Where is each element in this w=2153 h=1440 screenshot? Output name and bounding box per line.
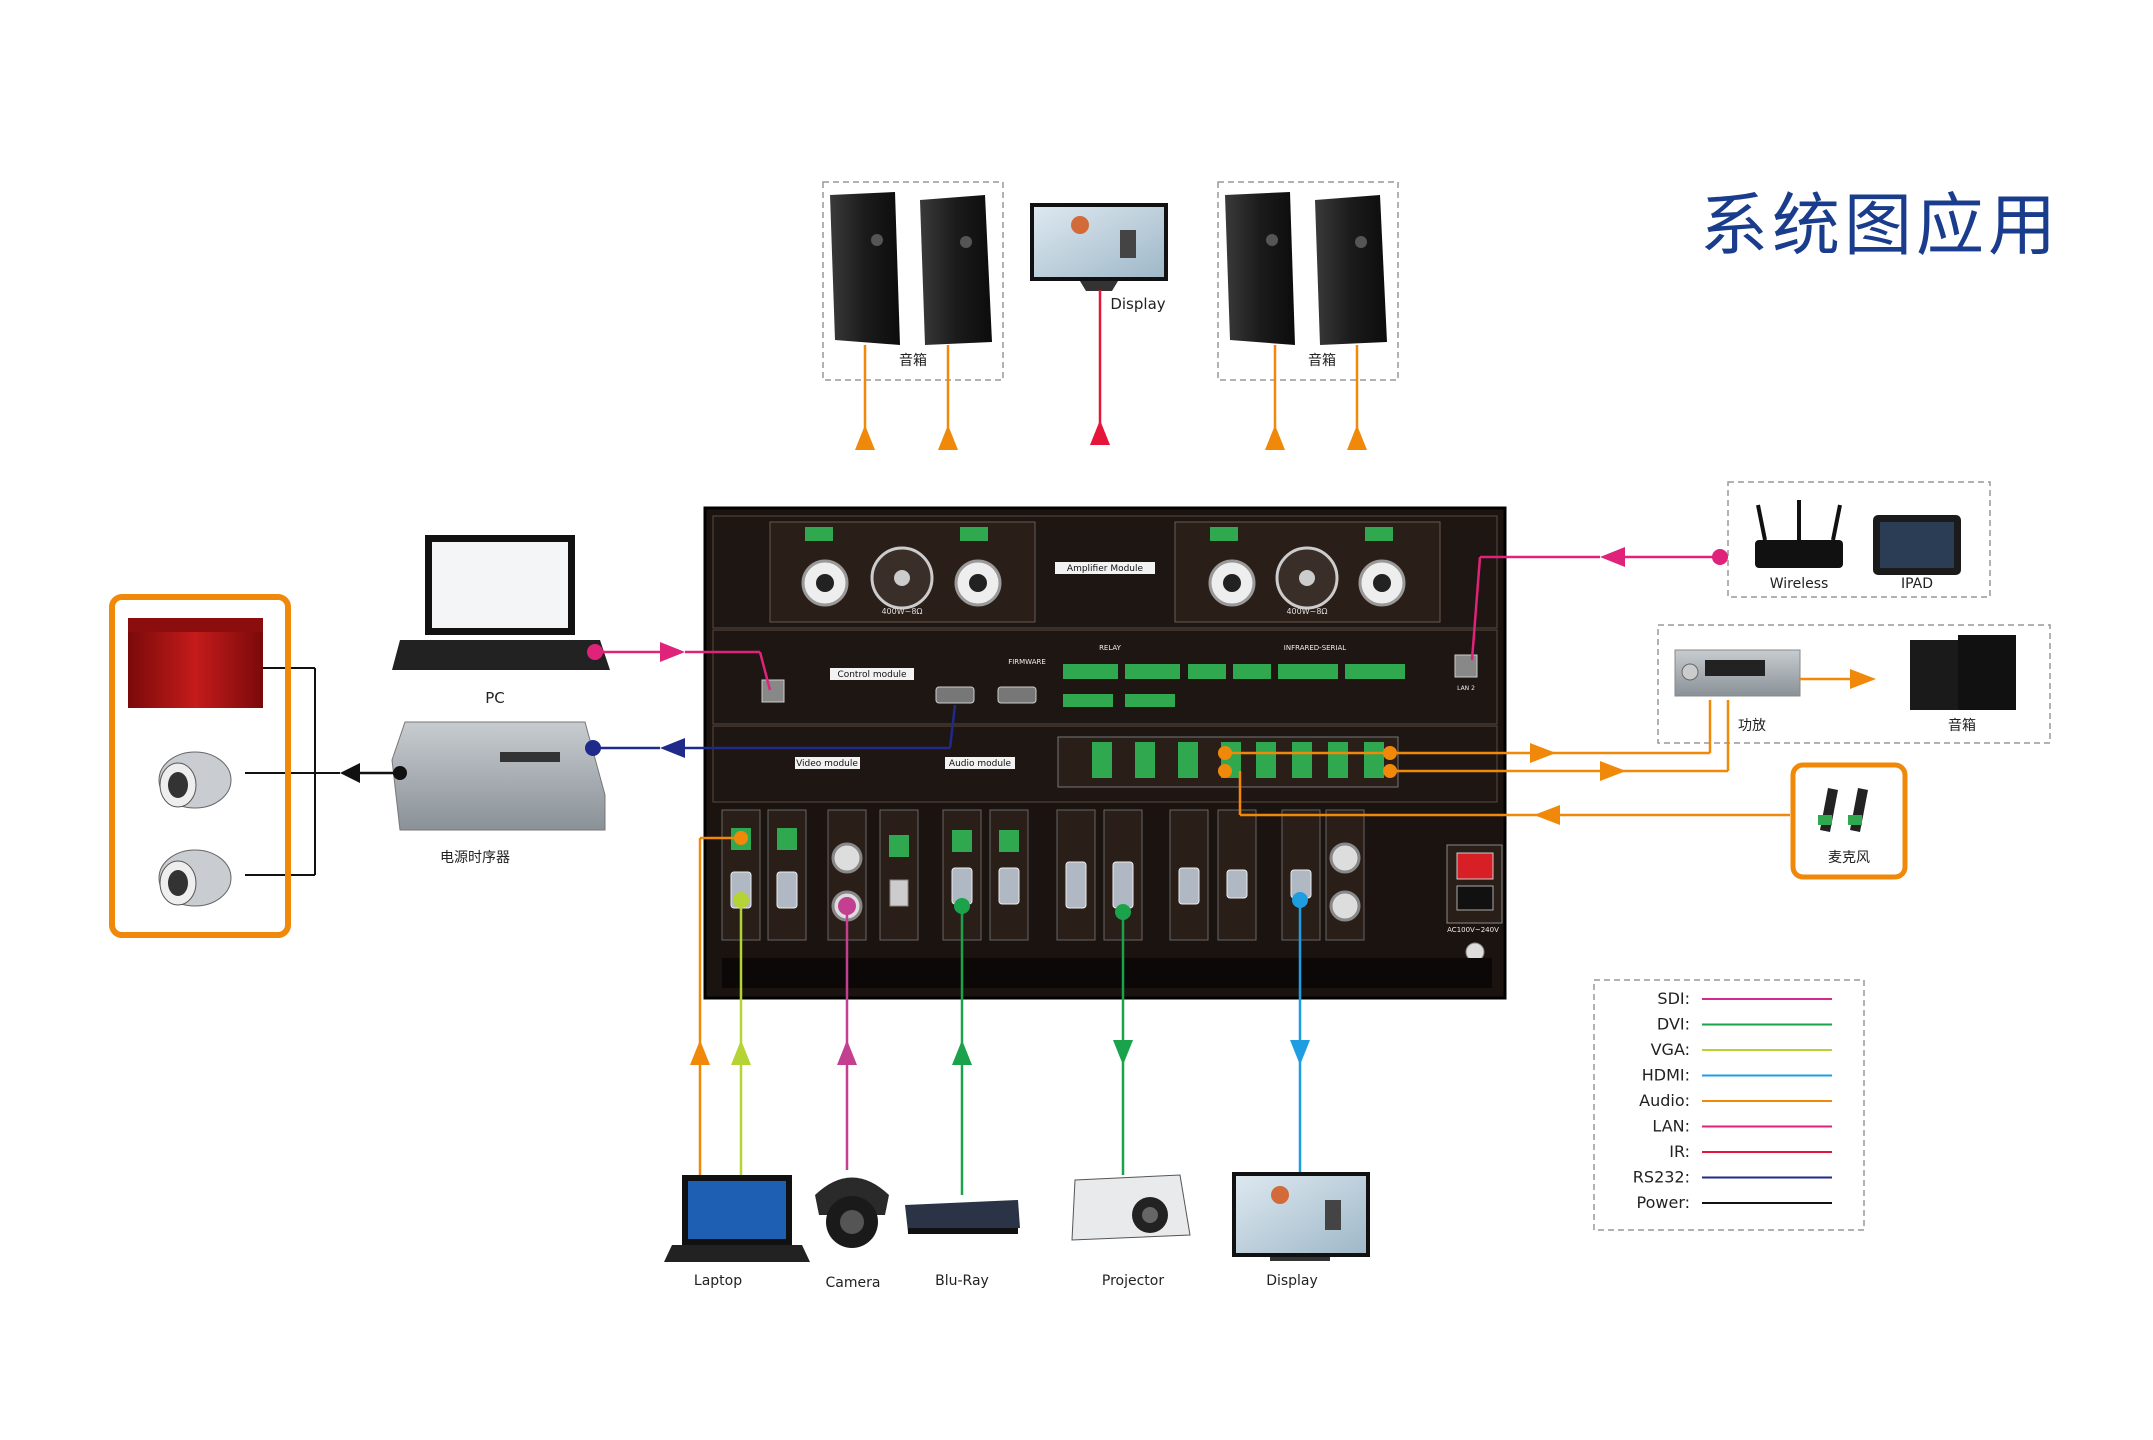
legend-label: LAN: bbox=[1652, 1117, 1690, 1136]
audio-lines-right bbox=[1218, 700, 1790, 825]
audio-lines-top bbox=[855, 345, 1367, 450]
amplifier-module-label: Amplifier Module bbox=[1067, 564, 1144, 574]
display-top-label: Display bbox=[1110, 295, 1165, 313]
amplifier-group: 功放 音箱 bbox=[1657, 624, 2051, 744]
legend: SDI: DVI: VGA: HDMI: Audio: LAN: IR: RS232: Powe… bbox=[1593, 979, 1865, 1231]
legend-label: VGA: bbox=[1651, 1040, 1690, 1059]
pc-label: PC bbox=[485, 689, 505, 707]
legend-label: DVI: bbox=[1657, 1015, 1690, 1034]
speaker-icon bbox=[830, 192, 992, 345]
microphone-group: 麦克风 bbox=[1790, 762, 1908, 880]
audio-module-label: Audio module bbox=[949, 759, 1012, 769]
legend-item: IR: bbox=[1669, 1142, 1832, 1161]
db9-port bbox=[997, 686, 1037, 704]
power-switch: AC100V~240V bbox=[1446, 844, 1503, 962]
power-sequencer: 电源时序器 bbox=[391, 721, 606, 866]
lan-line-wireless bbox=[1470, 547, 1728, 661]
legend-item: LAN: bbox=[1652, 1117, 1832, 1136]
display-bottom-label: Display bbox=[1266, 1273, 1318, 1289]
projector-icon bbox=[1071, 1174, 1191, 1241]
microphone-icon bbox=[1818, 788, 1868, 832]
legend-item: Audio: bbox=[1639, 1091, 1832, 1110]
speaker-group-right: 音箱 bbox=[1217, 181, 1399, 381]
spotlight-icon bbox=[158, 849, 232, 907]
lan2-label: LAN 2 bbox=[1457, 685, 1475, 692]
terminal-blocks bbox=[1063, 664, 1405, 707]
bluray-label: Blu-Ray bbox=[935, 1273, 989, 1289]
speaker-icon bbox=[1910, 635, 2016, 710]
wireless-group: Wireless IPAD bbox=[1727, 481, 1991, 598]
legend-item: SDI: bbox=[1657, 989, 1832, 1008]
power-line bbox=[245, 667, 407, 876]
legend-label: HDMI: bbox=[1642, 1066, 1690, 1085]
display-bottom: Display bbox=[1232, 1172, 1370, 1289]
power-sequencer-label: 电源时序器 bbox=[440, 850, 510, 866]
speaker-label: 音箱 bbox=[899, 352, 927, 369]
rs232-line bbox=[585, 704, 957, 758]
amp-rating: 400W~8Ω bbox=[881, 607, 922, 616]
projector: Projector bbox=[1071, 1174, 1191, 1289]
bluray-player-icon bbox=[905, 1200, 1020, 1232]
bottom-lines bbox=[690, 831, 1310, 1195]
legend-item: HDMI: bbox=[1642, 1066, 1832, 1085]
router-icon bbox=[1755, 500, 1843, 568]
monitor-icon bbox=[1034, 207, 1164, 277]
stage-lighting-group bbox=[109, 594, 291, 938]
legend-label: SDI: bbox=[1657, 989, 1690, 1008]
bluray: Blu-Ray bbox=[905, 1200, 1020, 1289]
display-top: Display bbox=[1030, 203, 1168, 313]
rj45-port bbox=[1454, 654, 1478, 678]
speaker-side-label: 音箱 bbox=[1948, 717, 1976, 734]
projector-label: Projector bbox=[1102, 1273, 1164, 1289]
monitor-icon bbox=[1236, 1176, 1366, 1253]
speaker-label: 音箱 bbox=[1308, 352, 1336, 369]
infrared-serial-label: INFRARED-SERIAL bbox=[1284, 644, 1346, 652]
amplifier-label: 功放 bbox=[1738, 718, 1766, 734]
page-title: 系统图应用 bbox=[1700, 187, 2061, 266]
spotlight-icon bbox=[158, 751, 232, 809]
laptop: Laptop bbox=[664, 1175, 810, 1289]
laptop-label: Laptop bbox=[694, 1273, 742, 1289]
io-cards bbox=[721, 809, 1365, 941]
tablet-icon bbox=[1873, 515, 1961, 575]
ir-line-display bbox=[1090, 290, 1110, 445]
db9-port bbox=[935, 686, 975, 704]
legend-label: Audio: bbox=[1639, 1091, 1690, 1110]
wireless-label: Wireless bbox=[1770, 576, 1829, 592]
microphone-label: 麦克风 bbox=[1828, 850, 1870, 866]
camera: Camera bbox=[815, 1177, 889, 1291]
amp-rating: 400W~8Ω bbox=[1286, 607, 1327, 616]
control-module-label: Control module bbox=[837, 670, 907, 680]
speaker-icon bbox=[1225, 192, 1387, 345]
lan-line-pc bbox=[587, 642, 772, 691]
amplifier-module-right: 400W~8Ω bbox=[1174, 521, 1441, 623]
legend-label: IR: bbox=[1669, 1142, 1690, 1161]
legend-label: Power: bbox=[1637, 1193, 1690, 1212]
power-rating-label: AC100V~240V bbox=[1447, 926, 1499, 934]
legend-label: RS232: bbox=[1633, 1168, 1690, 1187]
firmware-label: FIRMWARE bbox=[1008, 658, 1046, 666]
rj45-port bbox=[761, 679, 785, 703]
pc: PC bbox=[392, 535, 610, 707]
ipad-label: IPAD bbox=[1901, 576, 1933, 592]
amplifier-icon bbox=[1674, 649, 1801, 697]
relay-label: RELAY bbox=[1099, 644, 1122, 652]
legend-item: Power: bbox=[1637, 1193, 1832, 1212]
amplifier-module-left: 400W~8Ω bbox=[769, 521, 1036, 623]
legend-item: VGA: bbox=[1651, 1040, 1832, 1059]
matrix-chassis: 400W~8Ω Amplifier Module 400W~8Ω Control… bbox=[703, 506, 1507, 1000]
audio-terminal-blocks bbox=[1092, 742, 1384, 778]
video-module-label: Video module bbox=[796, 759, 858, 769]
camera-label: Camera bbox=[826, 1275, 881, 1291]
legend-item: RS232: bbox=[1633, 1168, 1832, 1187]
legend-item: DVI: bbox=[1657, 1015, 1832, 1034]
speaker-group-left: 音箱 bbox=[822, 181, 1004, 381]
curtain-icon bbox=[128, 618, 263, 708]
